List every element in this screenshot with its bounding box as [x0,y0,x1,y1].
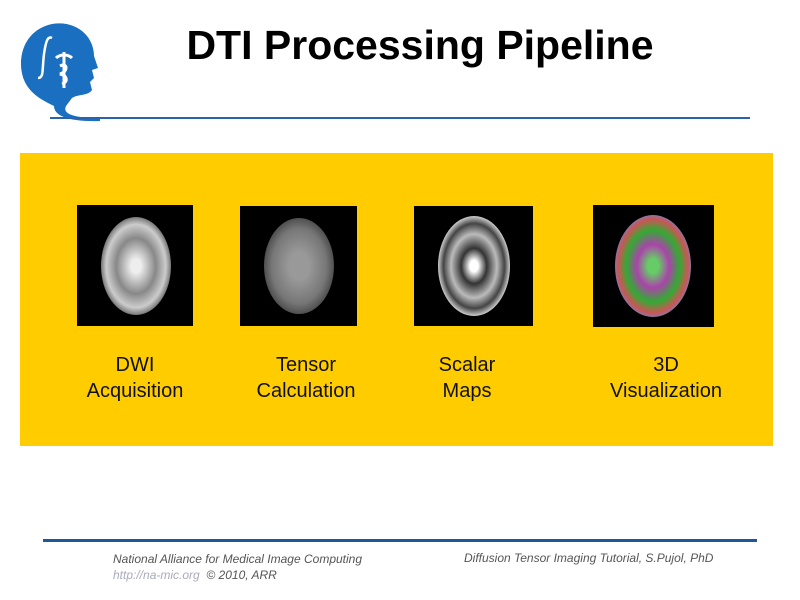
footer-url-link[interactable]: http://na-mic.org [113,568,200,582]
footer-divider [43,539,757,542]
dwi-brain-image [77,205,193,326]
scalar-map-brain-image [414,206,533,326]
title-divider [50,117,750,119]
tensor-brain-image [240,206,357,326]
footer-url-line: http://na-mic.org © 2010, ARR [113,568,277,582]
footer-copyright: © 2010, ARR [206,568,277,582]
3d-color-brain-image [593,205,714,327]
slide-title: DTI Processing Pipeline [186,22,654,68]
footer-org: National Alliance for Medical Image Comp… [113,552,363,566]
na-mic-head-logo-icon [21,23,101,122]
footer-tutorial: Diffusion Tensor Imaging Tutorial, S.Puj… [464,551,714,565]
